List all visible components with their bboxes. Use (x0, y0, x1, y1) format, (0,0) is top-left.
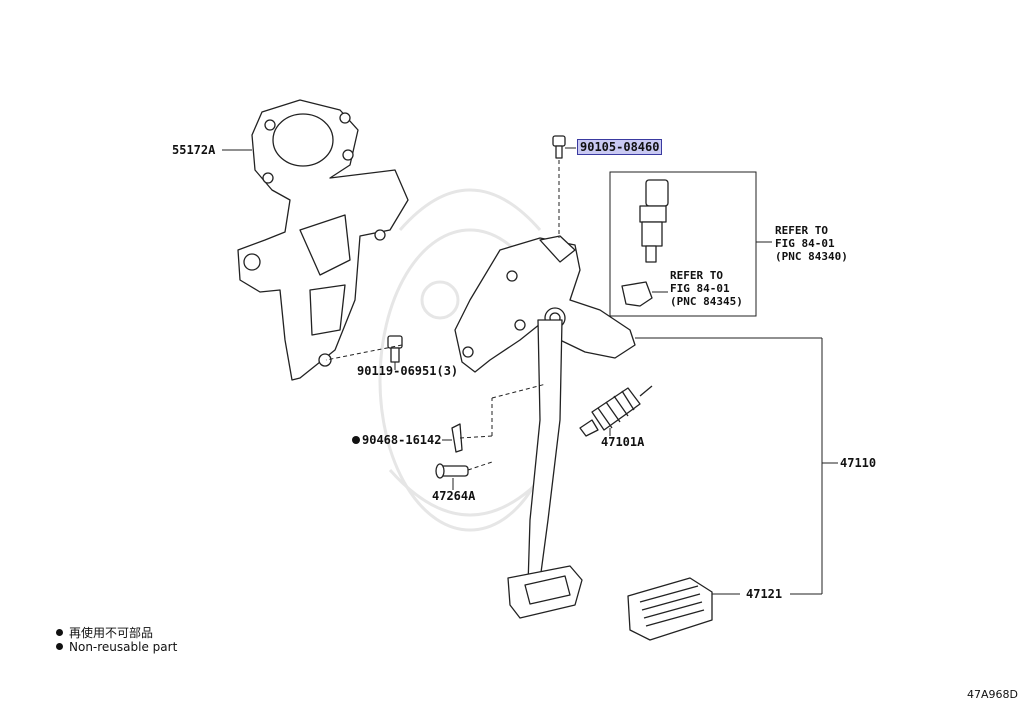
part-label-47264a[interactable]: 47264A (432, 489, 476, 503)
stop-lamp-switch (639, 179, 669, 263)
pedal-pad-47121 (627, 577, 713, 641)
legend-english: Non-reusable part (56, 640, 177, 654)
pin-47264a (435, 463, 469, 479)
pedal-plate (507, 565, 583, 619)
reference-switch[interactable]: REFER TO FIG 84-01 (PNC 84340) (775, 224, 848, 263)
leader-lines (222, 147, 838, 595)
spring-47101a (579, 385, 653, 437)
part-label-90119-06951[interactable]: 90119-06951(3) (357, 364, 459, 378)
switch-clip (621, 281, 653, 307)
legend-japanese: 再使用不可部品 (56, 624, 153, 641)
reference-clip-switch[interactable]: REFER TO FIG 84-01 (PNC 84345) (670, 269, 743, 308)
bolt-90105 (552, 135, 566, 159)
part-label-47101a[interactable]: 47101A (601, 435, 645, 449)
part-label-55172a[interactable]: 55172A (172, 143, 216, 157)
part-number-90468: 90468-16142 (362, 433, 442, 447)
part-label-47110[interactable]: 47110 (840, 456, 877, 470)
dashed-guides (325, 160, 560, 471)
legend-dot-icon (56, 629, 63, 636)
legend-text-jp: 再使用不可部品 (69, 626, 154, 640)
legend-dot-icon (56, 643, 63, 650)
part-label-47121[interactable]: 47121 (746, 587, 783, 601)
non-reusable-dot-icon (352, 436, 360, 444)
diagram-code: 47A968D (967, 688, 1018, 701)
switch-reference-box (609, 171, 757, 317)
part-label-90468-16142[interactable]: 90468-16142 (352, 433, 441, 447)
clip-90468 (451, 423, 463, 453)
pedal-arm (527, 319, 563, 586)
legend-text-en: Non-reusable part (69, 640, 178, 654)
bolt-90119 (387, 335, 403, 363)
pedal-support (454, 235, 636, 373)
part-label-90105-08460[interactable]: 90105-08460 (577, 139, 663, 155)
bracket-55172a (237, 99, 409, 381)
